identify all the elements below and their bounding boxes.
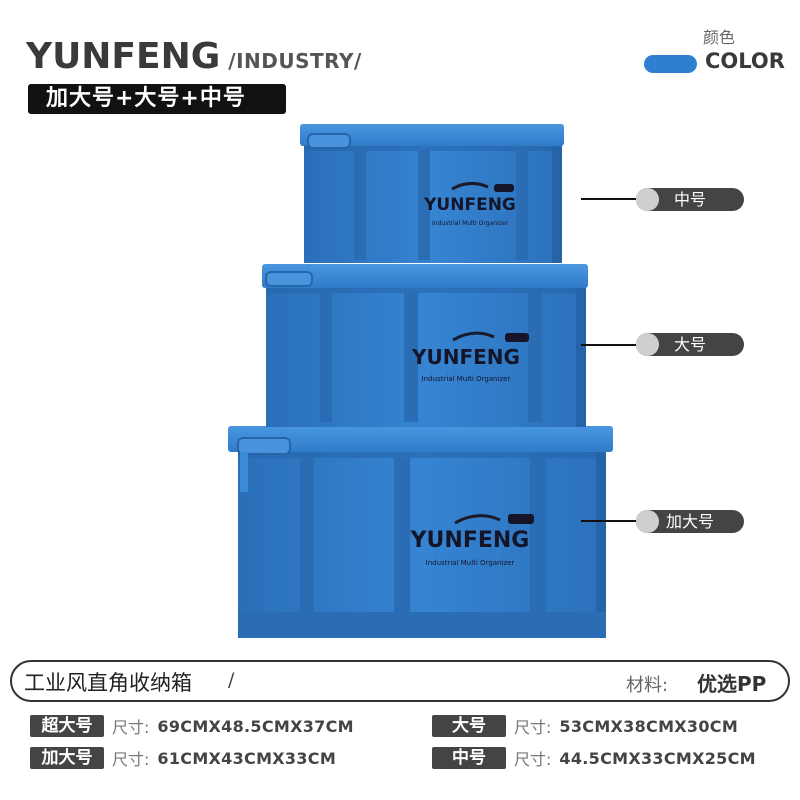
box-medium: YUNFENG Industrial Multi Organizer (262, 264, 588, 427)
callout-line-medium (581, 198, 641, 200)
brand-name: YUNFENG (26, 36, 221, 77)
spec-label: 尺寸: (112, 750, 150, 769)
callout-large: 大号 (636, 333, 744, 356)
callout-xlarge: 加大号 (636, 510, 744, 533)
callout-dot-xlarge (636, 510, 659, 533)
logo-text-small: YUNFENG (423, 195, 516, 215)
color-label: COLOR (705, 49, 785, 73)
callout-line-xlarge (581, 520, 641, 522)
callout-medium: 中号 (636, 188, 744, 211)
spec-value: 61CMX43CMX33CM (157, 748, 337, 768)
spec-value: 53CMX38CMX30CM (559, 716, 739, 736)
size-banner: 加大号+大号+中号 (28, 84, 286, 114)
spec-row: 大号 尺寸: 53CMX38CMX30CM (432, 714, 738, 738)
box-small: YUNFENG Industrial Multi Organizer (300, 124, 564, 263)
callout-dot-large (636, 333, 659, 356)
tagline-medium: Industrial Multi Organizer (422, 375, 511, 383)
material-label: 材料: (626, 675, 669, 696)
storage-boxes-illustration: YUNFENG Industrial Multi Organizer YUNFE… (228, 124, 613, 638)
tagline-small: Industrial Multi Organizer (432, 220, 509, 227)
callout-medium-label: 中号 (673, 190, 706, 209)
spec-value: 69CMX48.5CMX37CM (157, 716, 354, 736)
product-title: 工业风直角收纳箱 (24, 671, 192, 695)
tagline-large: Industrial Multi Organizer (426, 559, 515, 567)
spec-row: 中号 尺寸: 44.5CMX33CMX25CM (432, 746, 756, 770)
color-swatch[interactable] (644, 55, 697, 73)
product-info-bar (10, 660, 790, 702)
spec-row: 超大号 尺寸: 69CMX48.5CMX37CM (30, 714, 354, 738)
callout-line-large (581, 344, 641, 346)
logo-text-large: YUNFENG (410, 528, 530, 553)
callout-xlarge-label: 加大号 (665, 512, 714, 531)
spec-tag: 中号 (432, 747, 506, 769)
spec-row: 加大号 尺寸: 61CMX43CMX33CM (30, 746, 336, 770)
color-caption: 颜色 (703, 28, 736, 47)
material-value: 优选PP (697, 672, 767, 696)
product-title-slash: / (228, 669, 235, 691)
brand-subtitle: /INDUSTRY/ (228, 49, 362, 73)
callout-large-label: 大号 (673, 335, 706, 354)
spec-tag: 加大号 (30, 747, 104, 769)
callout-dot-medium (636, 188, 659, 211)
spec-value: 44.5CMX33CMX25CM (559, 748, 756, 768)
spec-tag: 超大号 (30, 715, 104, 737)
spec-label: 尺寸: (112, 718, 150, 737)
spec-label: 尺寸: (514, 718, 552, 737)
box-large: YUNFENG Industrial Multi Organizer (228, 426, 613, 638)
brand-header: YUNFENG /INDUSTRY/ (26, 36, 362, 77)
logo-text-medium: YUNFENG (411, 345, 520, 369)
spec-label: 尺寸: (514, 750, 552, 769)
spec-tag: 大号 (432, 715, 506, 737)
